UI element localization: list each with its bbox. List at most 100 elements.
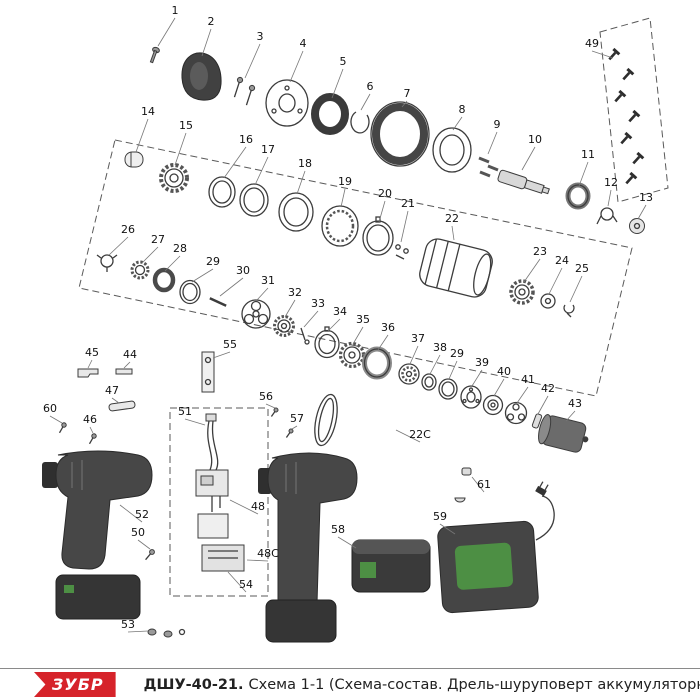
part-number-20: 20 xyxy=(378,187,392,200)
leader-line-35 xyxy=(352,326,364,345)
part-number-14: 14 xyxy=(141,105,155,118)
part-plate-39 xyxy=(460,385,482,409)
part-button-45 xyxy=(77,368,99,378)
part-cup-8 xyxy=(432,127,472,173)
part-number-24: 24 xyxy=(555,254,569,267)
part-number-1: 1 xyxy=(172,4,179,17)
part-number-10: 10 xyxy=(528,133,542,146)
leader-line-53 xyxy=(127,630,149,633)
part-number-59: 59 xyxy=(433,510,447,523)
leader-line-51 xyxy=(184,418,206,426)
part-number-60: 60 xyxy=(43,402,57,415)
part-gear-35 xyxy=(338,341,366,369)
part-number-48C: 48C xyxy=(257,547,279,560)
part-number-2: 2 xyxy=(208,15,215,28)
parts-row-chuck xyxy=(149,46,645,234)
boundary-lines xyxy=(78,17,669,597)
part-number-58: 58 xyxy=(331,523,345,536)
part-number-32: 32 xyxy=(288,286,302,299)
leader-line-60 xyxy=(49,415,63,424)
battery-pack xyxy=(351,539,431,593)
leader-line-36 xyxy=(377,334,389,351)
diagram-caption: ДШУ-40-21.Схема 1-1 (Схема-состав. Дрель… xyxy=(144,677,700,693)
leader-line-22C xyxy=(395,429,421,443)
part-number-50: 50 xyxy=(131,526,145,539)
leader-line-7 xyxy=(401,100,408,108)
leader-line-25 xyxy=(569,275,583,303)
part-number-39: 39 xyxy=(475,356,489,369)
part-number-25: 25 xyxy=(575,262,589,275)
part-screw-60 xyxy=(58,422,67,434)
switch-assembly-detail xyxy=(195,351,338,572)
leader-line-48C xyxy=(246,559,269,562)
leader-line-9 xyxy=(487,131,498,155)
part-number-46: 46 xyxy=(83,413,97,426)
part-motor-43 xyxy=(538,414,589,453)
part-ring-20 xyxy=(362,216,394,256)
part-planet-carrier-31 xyxy=(241,299,271,329)
part-number-42: 42 xyxy=(541,382,555,395)
part-number-12: 12 xyxy=(604,176,618,189)
part-bracket-55 xyxy=(201,351,215,393)
part-number-53: 53 xyxy=(121,618,135,631)
leader-line-50 xyxy=(137,539,151,550)
leader-line-33 xyxy=(303,310,319,328)
part-number-26: 26 xyxy=(121,223,135,236)
leader-line-4 xyxy=(289,50,304,83)
part-number-11: 11 xyxy=(581,148,595,161)
leader-line-61 xyxy=(471,476,485,493)
part-ring-17 xyxy=(239,183,269,217)
leader-line-54 xyxy=(227,571,247,593)
part-number-5: 5 xyxy=(340,55,347,68)
leader-line-30 xyxy=(219,277,244,297)
part-number-22: 22 xyxy=(445,212,459,225)
part-ring-36 xyxy=(362,346,392,380)
part-number-47: 47 xyxy=(105,384,119,397)
leader-line-42 xyxy=(537,395,549,415)
leader-line-49 xyxy=(591,50,614,59)
screw-set-49 xyxy=(608,47,645,185)
leader-line-2 xyxy=(201,28,212,57)
leader-line-20 xyxy=(378,200,386,223)
part-number-27: 27 xyxy=(151,233,165,246)
part-clip-6 xyxy=(350,111,370,134)
part-number-40: 40 xyxy=(497,365,511,378)
part-clip-25 xyxy=(563,304,575,318)
callout-layer: 1234567891011121349141516171819202122232… xyxy=(43,4,653,633)
part-number-33: 33 xyxy=(311,297,325,310)
part-number-31: 31 xyxy=(261,274,275,287)
part-shaft-10 xyxy=(497,169,550,195)
part-ring-34 xyxy=(314,326,340,359)
part-number-16: 16 xyxy=(239,133,253,146)
leader-line-26 xyxy=(108,236,129,256)
leader-line-40 xyxy=(493,378,505,397)
part-sleeve-14 xyxy=(124,151,144,168)
part-number-37: 37 xyxy=(411,332,425,345)
part-number-3: 3 xyxy=(257,30,264,43)
part-gear-27 xyxy=(130,260,150,280)
leader-line-19 xyxy=(340,188,346,208)
part-number-15: 15 xyxy=(179,119,193,132)
leader-line-48 xyxy=(229,499,259,515)
leader-line-43 xyxy=(565,410,576,422)
leader-line-3 xyxy=(244,43,261,79)
part-screw-46 xyxy=(88,433,97,445)
part-button-44 xyxy=(115,368,133,375)
leader-line-14 xyxy=(135,118,149,153)
part-number-6: 6 xyxy=(367,80,374,93)
leader-line-39 xyxy=(471,369,483,387)
leader-line-57 xyxy=(291,425,298,430)
part-ring-28 xyxy=(152,267,176,293)
leader-line-41 xyxy=(516,386,529,404)
leader-line-10 xyxy=(521,146,536,171)
leader-line-21 xyxy=(400,210,409,243)
part-number-48: 48 xyxy=(251,500,265,513)
drill-body-center xyxy=(258,452,358,643)
part-number-29: 29 xyxy=(450,347,464,360)
leader-line-17 xyxy=(254,156,269,186)
charger xyxy=(437,481,555,614)
part-number-56: 56 xyxy=(259,390,273,403)
part-number-21: 21 xyxy=(401,197,415,210)
diagram-title: Схема 1-1 (Схема-состав. Дрель-шуруповер… xyxy=(248,676,700,693)
